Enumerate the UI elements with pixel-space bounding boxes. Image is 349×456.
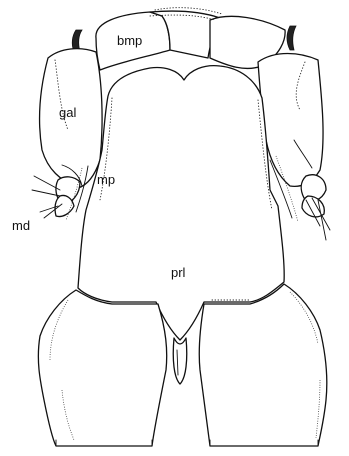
label-bmp: bmp <box>117 33 142 48</box>
labial-palp-left <box>38 290 166 446</box>
label-md: md <box>12 218 30 233</box>
central-process <box>173 338 187 384</box>
labial-palp-right <box>199 284 327 446</box>
label-mp: mp <box>97 172 115 187</box>
label-prl: prl <box>171 265 186 280</box>
prelabium <box>78 66 284 340</box>
label-gal: gal <box>59 105 76 120</box>
